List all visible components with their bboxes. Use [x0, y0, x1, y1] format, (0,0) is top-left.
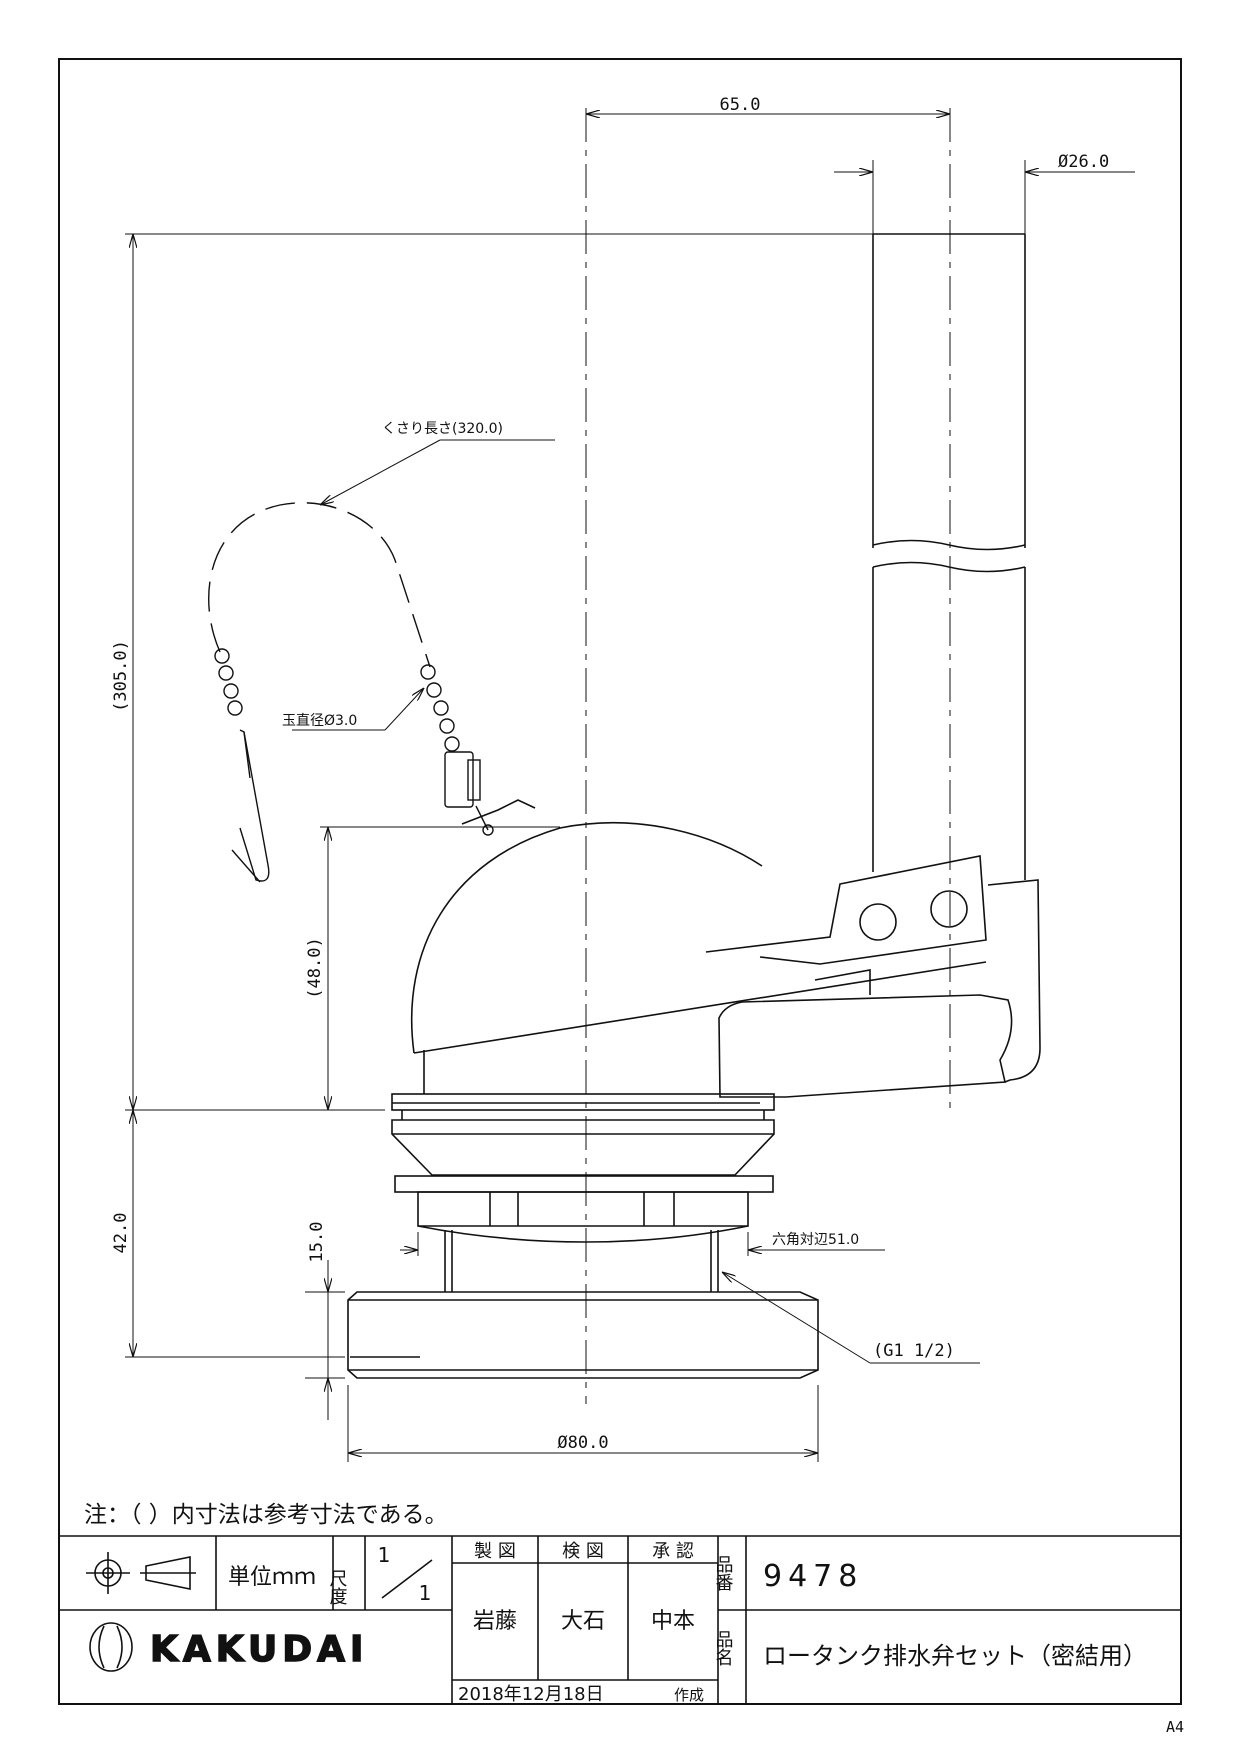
- date: 2018年12月18日: [458, 1684, 604, 1705]
- part-name: ロータンク排水弁セット（密結用）: [763, 1642, 1147, 1670]
- brand: KAKUDAI: [150, 1629, 368, 1670]
- approved-label: 承 認: [652, 1541, 694, 1562]
- title-block: [59, 1535, 1181, 1704]
- part-no: 9478: [763, 1559, 863, 1594]
- dim-flapper-height: (48.0): [305, 937, 325, 998]
- dim-65: 65.0: [720, 95, 761, 115]
- approved-by: 中本: [651, 1609, 695, 1634]
- dim-ball-diameter: 玉直径Ø3.0: [282, 712, 357, 729]
- dim-overall-height: (305.0): [111, 640, 131, 712]
- drawing-frame: [58, 58, 1182, 1705]
- unit: 単位ｍｍ: [228, 1565, 316, 1590]
- part-outline: [347, 233, 1041, 1379]
- dim-thread: (G1 1/2): [873, 1341, 955, 1361]
- part-no-label: 品番: [713, 1555, 734, 1591]
- dim-chain-length: くさり長さ(320.0): [382, 421, 503, 437]
- dim-base-diameter: Ø80.0: [557, 1433, 608, 1453]
- created-label: 作成: [674, 1686, 704, 1704]
- dim-nut-height: 15.0: [307, 1222, 327, 1263]
- part-name-label: 品名: [713, 1630, 734, 1666]
- dim-base-height: 42.0: [111, 1213, 131, 1254]
- checked-label: 検 図: [562, 1541, 604, 1562]
- dim-hex-across-flats: 六角対辺51.0: [772, 1232, 859, 1248]
- checked-by: 大石: [561, 1609, 605, 1634]
- drawn-label: 製 図: [474, 1541, 516, 1562]
- chain: [208, 502, 494, 883]
- scale-label: 尺度: [327, 1569, 348, 1605]
- scale-num: 1: [378, 1543, 391, 1567]
- reference-note: 注：（ ）内寸法は参考寸法である。: [84, 1502, 448, 1528]
- dim-pipe-diameter: Ø26.0: [1058, 152, 1109, 172]
- scale-den: 1: [419, 1581, 432, 1605]
- dimension-lines: [125, 114, 1135, 1462]
- paper-size: A4: [1165, 1718, 1184, 1736]
- drawn-by: 岩藤: [473, 1609, 517, 1634]
